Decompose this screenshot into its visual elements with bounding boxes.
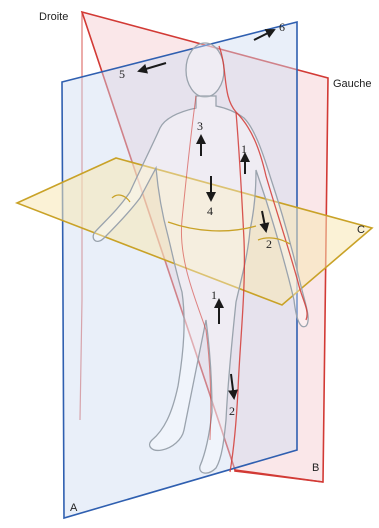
direction-number-lower-2: 2 bbox=[229, 404, 235, 418]
direction-number-upper-1: 1 bbox=[241, 142, 247, 156]
direction-number-3: 3 bbox=[197, 119, 203, 133]
direction-number-4: 4 bbox=[207, 204, 213, 218]
label-plane-c: C bbox=[357, 224, 365, 236]
direction-number-5: 5 bbox=[119, 67, 125, 81]
direction-number-6: 6 bbox=[279, 20, 285, 34]
label-left: Gauche bbox=[333, 78, 372, 90]
label-plane-a: A bbox=[70, 502, 78, 514]
label-right: Droite bbox=[39, 11, 68, 23]
label-plane-b: B bbox=[312, 462, 319, 474]
direction-number-lower-1: 1 bbox=[211, 288, 217, 302]
direction-number-upper-2: 2 bbox=[266, 237, 272, 251]
